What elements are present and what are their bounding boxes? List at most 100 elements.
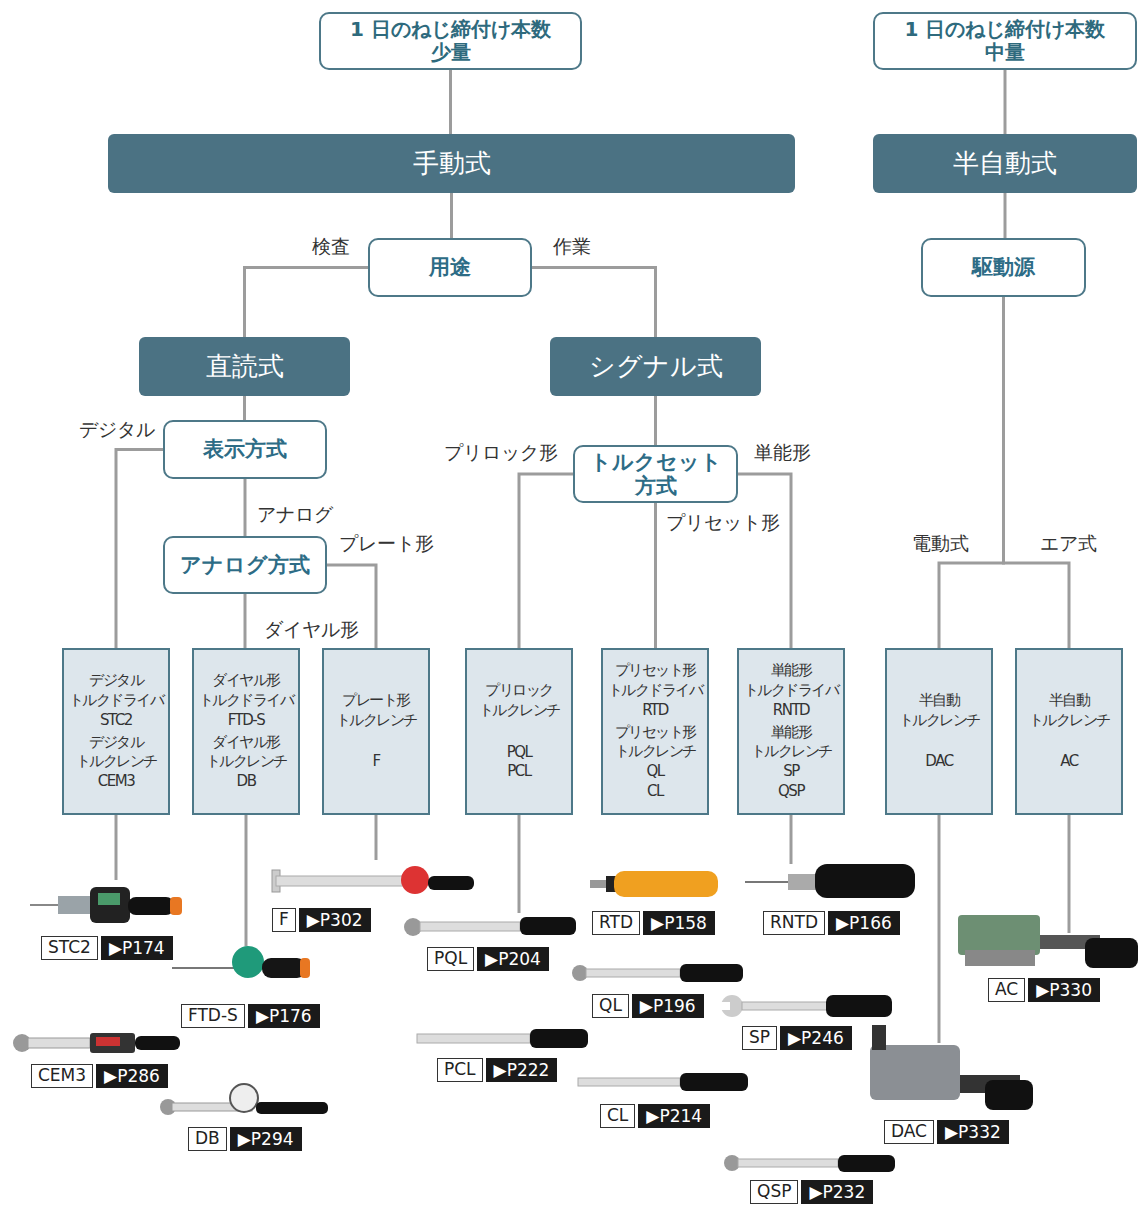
text-line: 単能形 — [744, 661, 839, 681]
tree-connector — [1004, 297, 1070, 648]
node-text: ダイヤル形 トルクレンチ DB — [206, 733, 287, 793]
page-ref: ▶P196 — [632, 994, 704, 1018]
text-line: DAC — [925, 752, 952, 772]
text-line: RNTD — [744, 701, 839, 721]
text-line: デジタル — [69, 671, 164, 691]
page-tag: AC▶P330 — [988, 978, 1100, 1002]
page-tag: DB▶P294 — [188, 1127, 302, 1151]
text-line: トルクレンチ — [751, 742, 832, 762]
tree-connector — [245, 268, 369, 338]
product-name: PCL — [437, 1058, 483, 1082]
text-line: プリロック — [479, 681, 560, 701]
product-box: 半自動 トルクレンチDAC — [885, 648, 993, 815]
dac-wrench — [870, 1025, 1033, 1110]
node-text: DAC — [925, 752, 952, 772]
tree-connector — [450, 193, 453, 238]
page-tag: QSP▶P232 — [750, 1180, 873, 1204]
node-text: 半自動式 — [953, 146, 1057, 181]
product-name: QL — [592, 994, 629, 1018]
text-line: QSP — [751, 782, 832, 802]
category-band: 半自動式 — [873, 134, 1137, 193]
question-box: トルクセット 方式 — [573, 445, 738, 503]
cem3-wrench — [13, 1033, 180, 1053]
tree-connector — [654, 396, 657, 445]
text-line: QL — [615, 762, 696, 782]
db-wrench — [160, 1084, 328, 1115]
cl-wrench — [578, 1073, 748, 1091]
page-tag: RTD▶P158 — [592, 911, 715, 935]
leader-line — [938, 815, 941, 1043]
branch-label: 単能形 — [752, 440, 813, 464]
page-ref: ▶P330 — [1028, 978, 1100, 1002]
node-text: 単能形 トルクドライバ RNTD — [744, 661, 839, 721]
leader-line — [1068, 815, 1071, 933]
page-ref: ▶P176 — [248, 1004, 320, 1028]
text-line: CEM3 — [76, 772, 157, 792]
type-band: シグナル式 — [550, 337, 761, 396]
f-wrench — [272, 866, 474, 894]
leader-line — [790, 815, 793, 864]
node-text: デジタル トルクドライバ STC2 — [69, 671, 164, 731]
page-tag: DAC▶P332 — [884, 1120, 1009, 1144]
product-name: QSP — [750, 1180, 798, 1204]
page-tag: STC2▶P174 — [41, 936, 173, 960]
product-name: PQL — [427, 947, 474, 971]
branch-label: ダイヤル形 — [262, 617, 361, 641]
tree-connector — [243, 396, 246, 420]
text-line: プリセット形 — [608, 661, 703, 681]
page-tag: PQL▶P204 — [427, 947, 549, 971]
product-name: CL — [600, 1104, 635, 1128]
question-box: 用途 — [368, 238, 532, 297]
node-text: プリロック トルクレンチ — [479, 681, 560, 721]
stc2-driver — [30, 887, 182, 923]
page-tag: CEM3▶P286 — [31, 1064, 168, 1088]
node-text: 単能形 トルクレンチ SP QSP — [751, 723, 832, 803]
product-name: CEM3 — [31, 1064, 93, 1088]
tree-connector — [939, 297, 1004, 648]
branch-label: 作業 — [551, 234, 593, 258]
text-line: ダイヤル形 — [199, 671, 294, 691]
node-text: 用途 — [429, 255, 471, 279]
branch-label: アナログ — [255, 502, 335, 526]
product-box: プレート形 トルクレンチF — [322, 648, 430, 815]
leader-line — [375, 815, 378, 860]
branch-label: 検査 — [310, 234, 352, 258]
node-text: 半自動 トルクレンチ — [1029, 691, 1110, 731]
text-line: デジタル — [76, 733, 157, 753]
tree-connector — [654, 503, 657, 648]
leader-line — [518, 815, 521, 913]
node-text: 1 日のねじ締付け本数 少量 — [345, 18, 556, 64]
branch-label: デジタル — [77, 417, 157, 441]
branch-label: 電動式 — [910, 531, 971, 555]
text-line: プレート形 — [336, 691, 417, 711]
text-line: プリセット形 — [615, 723, 696, 743]
node-text: 手動式 — [413, 146, 491, 181]
text-line: 方式 — [590, 474, 722, 498]
product-name: DB — [188, 1127, 227, 1151]
product-box: ダイヤル形 トルクドライバ FTD-Sダイヤル形 トルクレンチ DB — [192, 648, 300, 815]
product-name: AC — [988, 978, 1025, 1002]
node-text: トルクセット 方式 — [590, 450, 722, 498]
count-box: 1 日のねじ締付け本数 少量 — [319, 12, 582, 70]
page-tag: F▶P302 — [272, 908, 371, 932]
text-line: 1 — [905, 18, 919, 41]
product-name: SP — [742, 1026, 777, 1050]
text-line: 1 — [350, 18, 364, 41]
branch-label: プリセット形 — [664, 510, 782, 534]
text-line: 日のねじ締付け本数 — [371, 18, 551, 41]
node-text: F — [372, 752, 379, 772]
page-ref: ▶P166 — [828, 911, 900, 935]
page-ref: ▶P332 — [937, 1120, 1009, 1144]
product-name: RNTD — [763, 911, 825, 935]
page-tag: FTD-S▶P176 — [181, 1004, 320, 1028]
text-line: FTD-S — [199, 711, 294, 731]
product-box: 単能形 トルクドライバ RNTD単能形 トルクレンチ SP QSP — [737, 648, 845, 815]
page-ref: ▶P302 — [299, 908, 371, 932]
page-ref: ▶P174 — [101, 936, 173, 960]
text-line: SP — [751, 762, 832, 782]
tree-connector — [1004, 70, 1007, 134]
text-line: トルクレンチ — [76, 752, 157, 772]
text-line: 単能形 — [751, 723, 832, 743]
tree-connector — [244, 594, 247, 648]
text-line: トルクドライバ — [199, 691, 294, 711]
